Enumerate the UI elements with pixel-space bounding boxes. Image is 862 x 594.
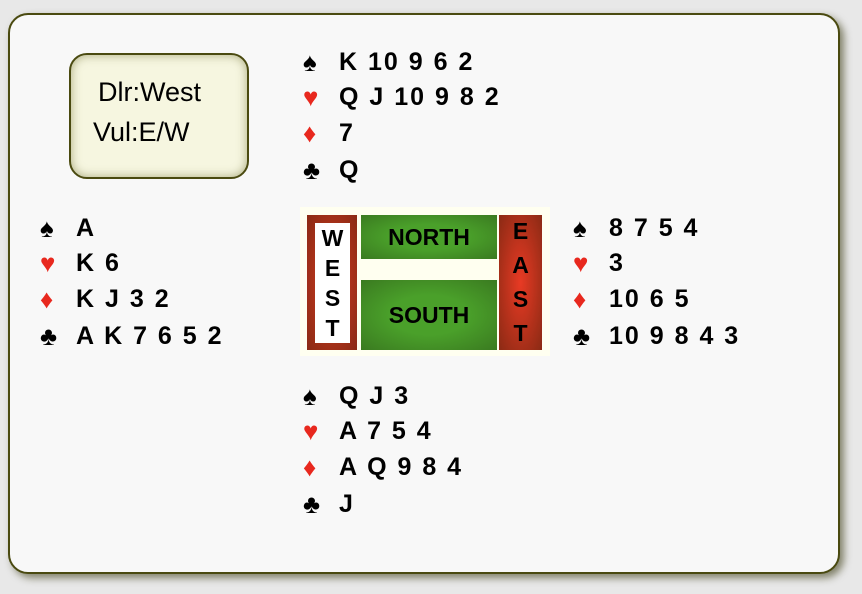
south-clubs-holding: ♣J (303, 487, 355, 522)
north-clubs-holding: ♣Q (303, 153, 360, 188)
north-hearts-holding: ♥ Q J 10 9 8 2 (303, 80, 501, 115)
south-seat: SOUTH (361, 280, 497, 350)
south-spades-holding: ♠ Q J 3 (303, 379, 410, 414)
card-ranks: A Q 9 8 4 (339, 453, 464, 481)
south-diamonds-holding: ♦ A Q 9 8 4 (303, 450, 463, 485)
west-spades-holding: ♠A (40, 211, 96, 246)
east-hearts-holding: ♥3 (573, 246, 625, 281)
east-letter: A (512, 252, 529, 279)
dealer-value: West (140, 77, 202, 107)
east-letter: T (513, 319, 528, 346)
east-spades-holding: ♠ 8 7 5 4 (573, 211, 699, 246)
spades-icon: ♠ (573, 213, 589, 243)
south-hearts-holding: ♥ A 7 5 4 (303, 414, 433, 449)
spades-icon: ♠ (303, 47, 319, 77)
vulnerability-label: Vul: (93, 117, 139, 147)
card-ranks: A (76, 214, 97, 242)
north-seat: NORTH (361, 215, 497, 259)
card-ranks: K 6 (76, 249, 121, 277)
east-letter: E (512, 218, 529, 245)
clubs-icon: ♣ (303, 155, 323, 185)
north-diamonds-holding: ♦7 (303, 116, 355, 151)
card-ranks: Q (339, 156, 361, 184)
card-ranks: K 10 9 6 2 (339, 48, 475, 76)
card-ranks: Q J 3 (339, 382, 411, 410)
clubs-icon: ♣ (573, 321, 593, 351)
diamonds-icon: ♦ (303, 118, 319, 148)
vulnerability-row: Vul:E/W (93, 117, 190, 148)
west-clubs-holding: ♣ A K 7 6 5 2 (40, 319, 224, 354)
clubs-icon: ♣ (303, 489, 323, 519)
card-ranks: K J 3 2 (76, 285, 171, 313)
card-ranks: 3 (609, 249, 625, 277)
vulnerability-value: E/W (138, 117, 190, 147)
card-ranks: 10 9 8 4 3 (609, 322, 741, 350)
card-ranks: 8 7 5 4 (609, 214, 700, 242)
hearts-icon: ♥ (303, 82, 321, 112)
west-letter: W (321, 224, 344, 251)
west-hearts-holding: ♥ K 6 (40, 246, 121, 281)
card-ranks: 10 6 5 (609, 285, 691, 313)
west-letter: E (324, 254, 341, 281)
clubs-icon: ♣ (40, 321, 60, 351)
west-letter: S (324, 284, 341, 311)
dealer-label: Dlr: (98, 77, 140, 107)
dealer-row: Dlr:West (98, 77, 201, 108)
spades-icon: ♠ (40, 213, 56, 243)
hearts-icon: ♥ (40, 248, 58, 278)
east-letter: S (512, 285, 529, 312)
card-ranks: 7 (339, 119, 355, 147)
hearts-icon: ♥ (303, 416, 321, 446)
card-ranks: Q J 10 9 8 2 (339, 83, 501, 111)
card-ranks: A 7 5 4 (339, 417, 433, 445)
east-clubs-holding: ♣ 10 9 8 4 3 (573, 319, 740, 354)
diamonds-icon: ♦ (303, 452, 319, 482)
spades-icon: ♠ (303, 381, 319, 411)
card-ranks: A K 7 6 5 2 (76, 322, 224, 350)
deal-info-box: Dlr:West Vul:E/W (69, 53, 249, 179)
east-diamonds-holding: ♦ 10 6 5 (573, 282, 691, 317)
hearts-icon: ♥ (573, 248, 591, 278)
diamonds-icon: ♦ (573, 284, 589, 314)
west-diamonds-holding: ♦ K J 3 2 (40, 282, 171, 317)
diamonds-icon: ♦ (40, 284, 56, 314)
west-letter: T (325, 314, 340, 341)
north-spades-holding: ♠ K 10 9 6 2 (303, 45, 474, 80)
card-ranks: J (339, 490, 355, 518)
